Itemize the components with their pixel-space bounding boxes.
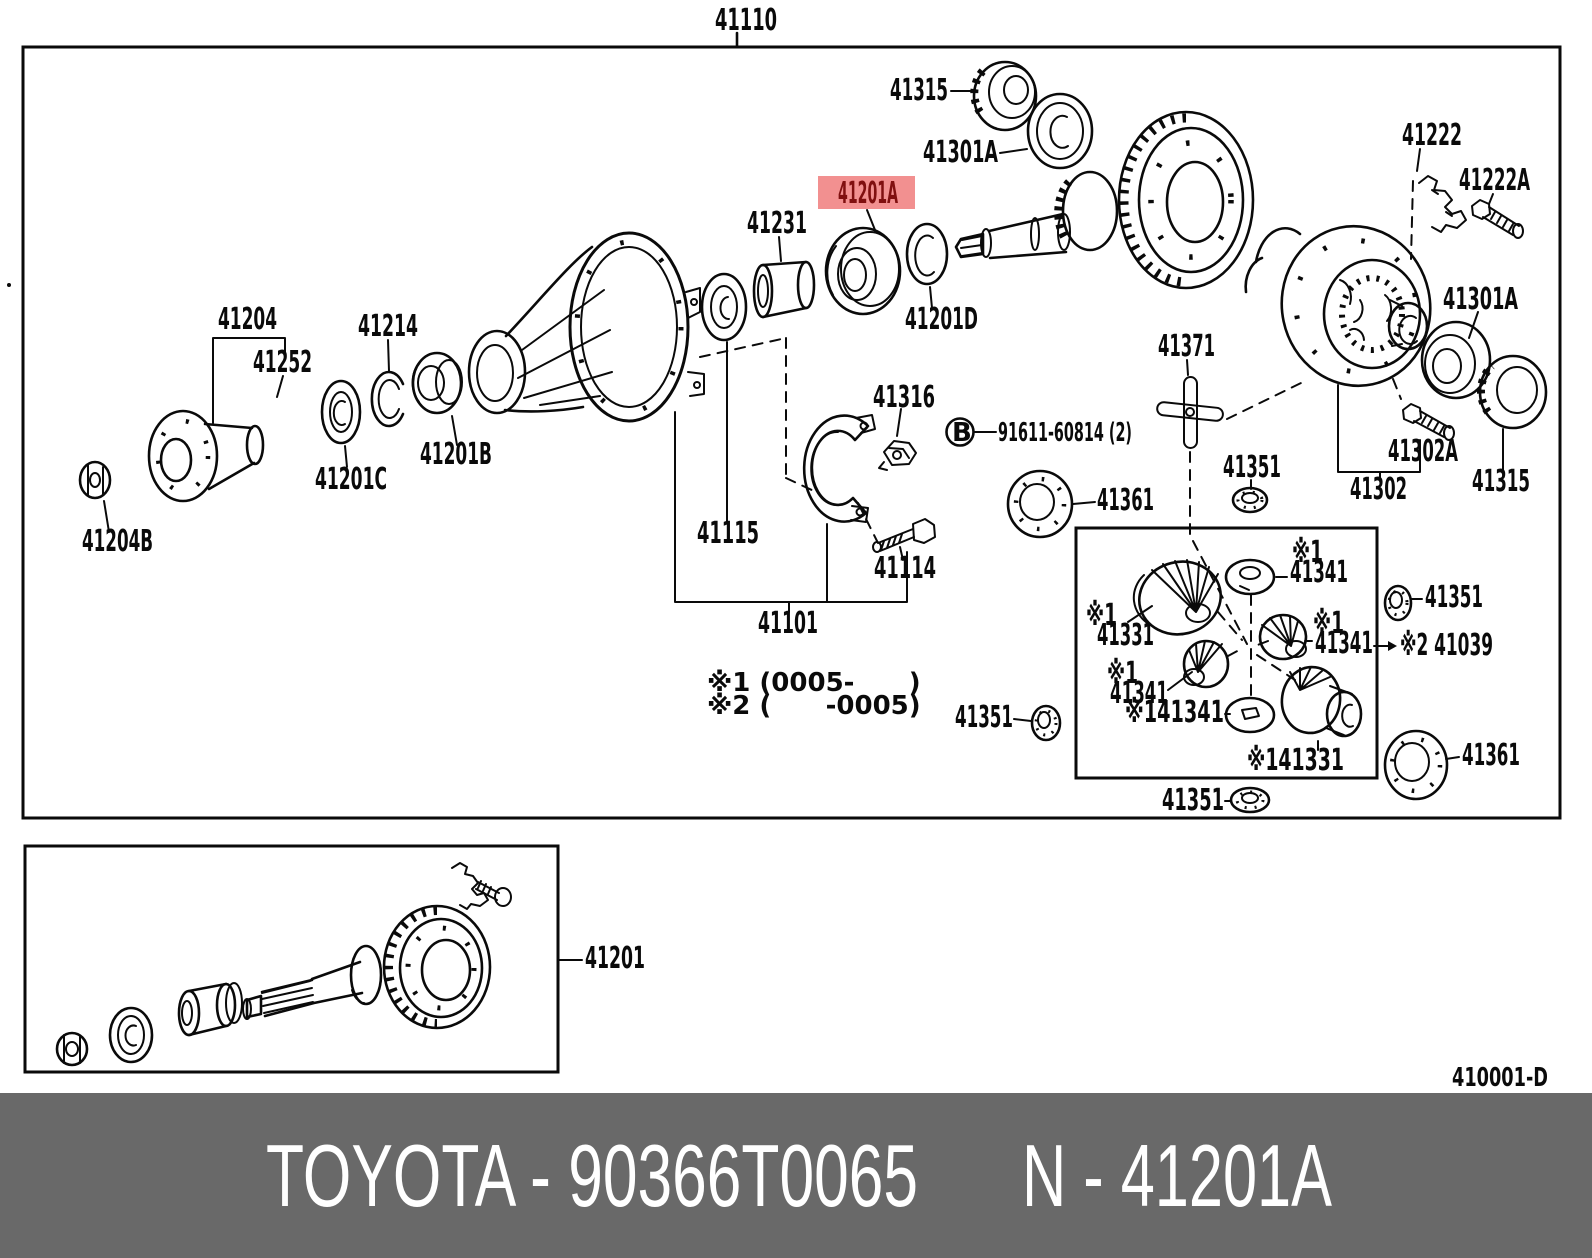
part-label-41315-top: 41315 (890, 73, 948, 108)
part-41201A-bearing (824, 209, 902, 316)
footer-reference-code: N - 41201A (1022, 1126, 1332, 1225)
part-label-41302: 41302 (1350, 472, 1407, 507)
front-seal (700, 272, 748, 342)
part-41331-side-gear (1127, 559, 1223, 636)
callout-B-bolt (945, 417, 997, 447)
footer-brand-part-number: TOYOTA - 90366T0065 (266, 1126, 918, 1225)
part-41316-stopper (878, 408, 917, 471)
part-label-41231: 41231 (747, 206, 807, 241)
part-label-41201: 41201 (585, 941, 645, 976)
part-label-41341-top: 41341 (1290, 555, 1348, 590)
part-41222A-bolt (1471, 193, 1524, 239)
part-label-41214: 41214 (358, 309, 418, 344)
sub-assembly-41201 (55, 862, 583, 1067)
part-label-41201B: 41201B (420, 437, 492, 472)
part-41204-flange (147, 337, 286, 503)
part-label-41302A: 41302A (1388, 434, 1458, 469)
internal-kit-box (1074, 526, 1379, 780)
part-label-41301A-top: 41301A (923, 135, 998, 170)
part-41222-lock-plate (1410, 148, 1467, 260)
ring-gear (1117, 110, 1255, 290)
part-41351-washer-right-top (1383, 584, 1423, 622)
part-41351-washer-bottom (1224, 786, 1271, 814)
part-41231-spacer (752, 236, 816, 319)
part-label-x2-41039: ※2 41039 (1400, 628, 1493, 663)
part-41302A-bolt (1402, 403, 1455, 441)
note-1: ※1 (0005- ) (707, 668, 921, 698)
part-41302-bracket (1337, 378, 1421, 479)
part-label-41252: 41252 (253, 345, 312, 380)
main-diagram-box (21, 45, 1562, 820)
part-label-41361-right: 41361 (1462, 738, 1520, 773)
part-41341-washer-bottom (1224, 696, 1276, 734)
part-label-41315-right: 41315 (1472, 464, 1530, 499)
part-label-41351-right-top: 41351 (1425, 580, 1483, 615)
kit-dashed-links (1192, 540, 1296, 699)
bearing-cap-group (674, 337, 908, 613)
part-41201D-washer (905, 222, 949, 309)
kit-alt-part-arrow (1373, 641, 1397, 651)
note-mark-41341-top: ※1 (1292, 535, 1323, 570)
part-label-41301A-right: 41301A (1443, 282, 1518, 317)
part-label-41110: 41110 (715, 3, 777, 38)
part-label-41204B: 41204B (82, 524, 153, 559)
part-label-41341-right: 41341 (1315, 626, 1373, 661)
part-41331-side-gear-bottom (1280, 665, 1363, 751)
part-41114-bolt (872, 518, 936, 561)
part-label-41316: 41316 (873, 380, 935, 415)
part-41315-bearing-top (950, 60, 1038, 132)
part-label-x141331: ※141331 (1247, 743, 1344, 778)
part-label-41351-bottom: 41351 (1162, 783, 1224, 818)
part-41371-spider (1156, 359, 1304, 538)
part-41214-ring (370, 339, 405, 428)
part-41301A-bearing-right (1420, 311, 1492, 400)
part-label-x141341: ※141341 (1125, 695, 1224, 730)
part-label-41114: 41114 (874, 551, 936, 586)
part-label-41331: 41331 (1097, 618, 1154, 653)
part-41361-washer-left (1006, 469, 1096, 539)
part-label-41201A-highlighted: 41201A (838, 176, 898, 211)
note-mark-41331: ※1 (1086, 598, 1117, 633)
note-mark-41341-right: ※1 (1313, 606, 1344, 641)
part-41341-washer-top (1224, 558, 1288, 596)
part-label-91611-60814: 91611-60814 (2) (998, 418, 1132, 448)
drive-pinion-shaft (954, 170, 1119, 260)
sub-diagram-box (23, 844, 560, 1074)
part-label-41115: 41115 (697, 516, 759, 551)
part-label-41341-left: 41341 (1110, 676, 1168, 711)
part-41201B-bearing (411, 351, 463, 446)
part-label-41222: 41222 (1402, 118, 1462, 153)
part-41301A-seal-top (999, 92, 1094, 170)
part-label-41204: 41204 (218, 302, 277, 337)
carrier-housing (467, 231, 705, 423)
part-41351-washer-upper (1231, 479, 1269, 514)
part-41201C-seal (320, 379, 362, 468)
part-41361-washer-right (1383, 729, 1460, 801)
part-41341-pinion-left (1167, 639, 1230, 691)
callout-B-letter: B (952, 418, 972, 448)
highlight-box-41201A (818, 176, 915, 209)
part-label-41351-upper: 41351 (1223, 450, 1281, 485)
part-label-41371: 41371 (1158, 329, 1215, 364)
part-41341-pinion-right (1258, 613, 1313, 661)
part-label-41222A: 41222A (1459, 163, 1530, 198)
part-label-41361-left: 41361 (1097, 483, 1154, 518)
part-41315-race-right (1476, 354, 1548, 471)
differential-case (1244, 224, 1432, 388)
part-41351-washer-left (1013, 704, 1062, 742)
part-label-41351-left: 41351 (955, 700, 1013, 735)
part-label-41201D: 41201D (905, 302, 978, 337)
footer-bar: TOYOTA - 90366T0065 N - 41201A (0, 1093, 1592, 1258)
note-mark-41341-left: ※1 (1107, 656, 1138, 691)
part-label-41101: 41101 (758, 606, 818, 641)
note-2: ※2 ( -0005) (707, 691, 921, 721)
part-41204B-nut (78, 460, 112, 533)
part-label-41201C: 41201C (315, 462, 387, 497)
figure-code: 410001-D (1452, 1063, 1548, 1093)
